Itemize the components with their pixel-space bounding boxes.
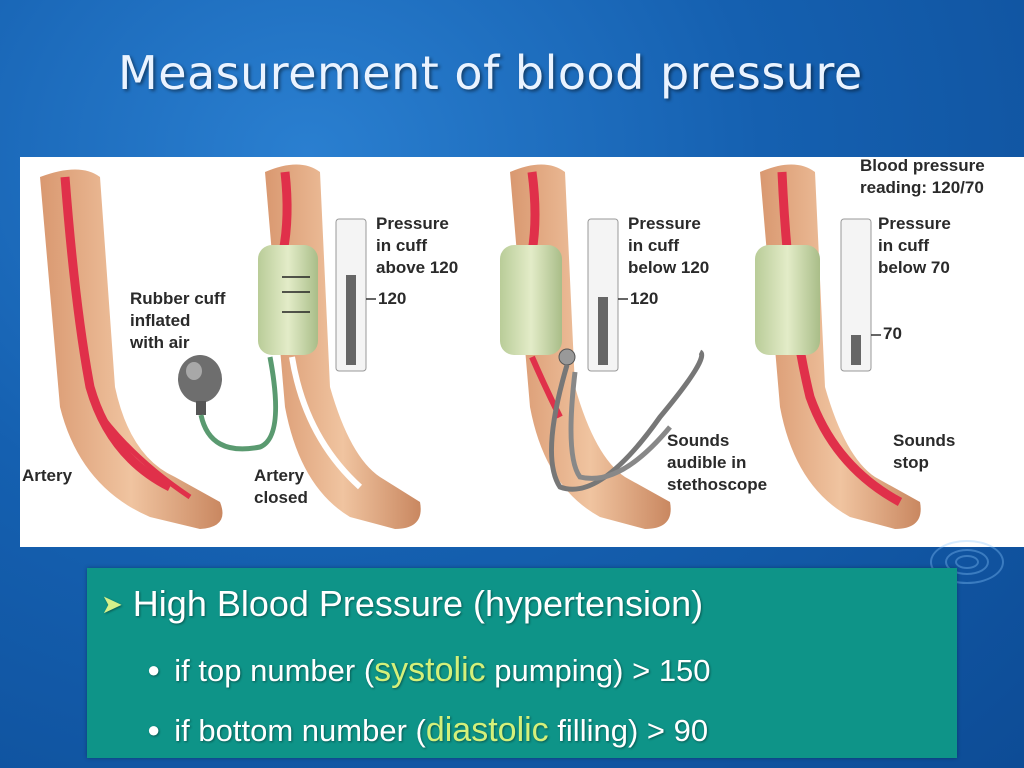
pressure-label-3: Pressure in cuff below 120 — [628, 214, 710, 277]
main-bullet: ➤ High Blood Pressure (hypertension) — [101, 582, 703, 626]
highlight-term: systolic — [374, 651, 486, 689]
figure-illustration — [40, 164, 921, 529]
cuff-label: Rubber cuff inflated with air — [130, 289, 226, 352]
sub-bullet-text: filling) > 90 — [548, 713, 709, 748]
mark-label-4: 70 — [883, 324, 902, 343]
manometer-panel-3 — [587, 218, 628, 372]
arrow-bullet-icon: ➤ — [101, 589, 123, 619]
sub-bullet-systolic: ● if top number (systolic pumping) > 150 — [147, 650, 711, 691]
sub-bullet-text: if top number ( — [174, 653, 375, 688]
bullet-box: ➤ High Blood Pressure (hypertension) ● if … — [87, 568, 957, 758]
ripple-decoration — [945, 549, 989, 575]
pressure-label-4: Pressure in cuff below 70 — [878, 214, 951, 277]
sub-bullet-text: pumping) > 150 — [485, 653, 711, 688]
ripple-decoration — [930, 540, 1004, 584]
sounds-stop-label: Sounds stop — [893, 431, 956, 472]
arm-panel-4 — [755, 164, 921, 529]
arm-panel-2 — [258, 164, 421, 529]
slide-title: Measurement of blood pressure — [118, 46, 863, 100]
arm-panel-1 — [40, 169, 223, 529]
manometer-panel-4 — [840, 218, 881, 372]
dot-bullet-icon: ● — [147, 717, 161, 742]
sounds-audible-label: Sounds audible in stethoscope — [667, 431, 768, 494]
main-bullet-text: High Blood Pressure (hypertension) — [132, 583, 704, 624]
reading-label: Blood pressure reading: 120/70 — [860, 157, 985, 197]
sub-bullet-text: if bottom number ( — [174, 713, 426, 748]
mark-label-2: 120 — [378, 289, 407, 308]
blood-pressure-figure: Blood pressure reading: 120/70 Rubber cu… — [20, 157, 1024, 547]
artery-closed-label: Artery closed — [254, 466, 308, 507]
manometer-panel-2 — [335, 218, 376, 372]
artery-label: Artery — [22, 466, 73, 485]
mark-label-3: 120 — [630, 289, 659, 308]
dot-bullet-icon: ● — [147, 657, 161, 682]
stethoscope-icon — [548, 348, 705, 492]
highlight-term: diastolic — [425, 711, 549, 749]
pressure-label-2: Pressure in cuff above 120 — [376, 214, 459, 277]
sub-bullet-diastolic: ● if bottom number (diastolic filling) > … — [147, 710, 708, 751]
bulb-icon — [178, 355, 279, 452]
ripple-decoration — [955, 555, 979, 569]
